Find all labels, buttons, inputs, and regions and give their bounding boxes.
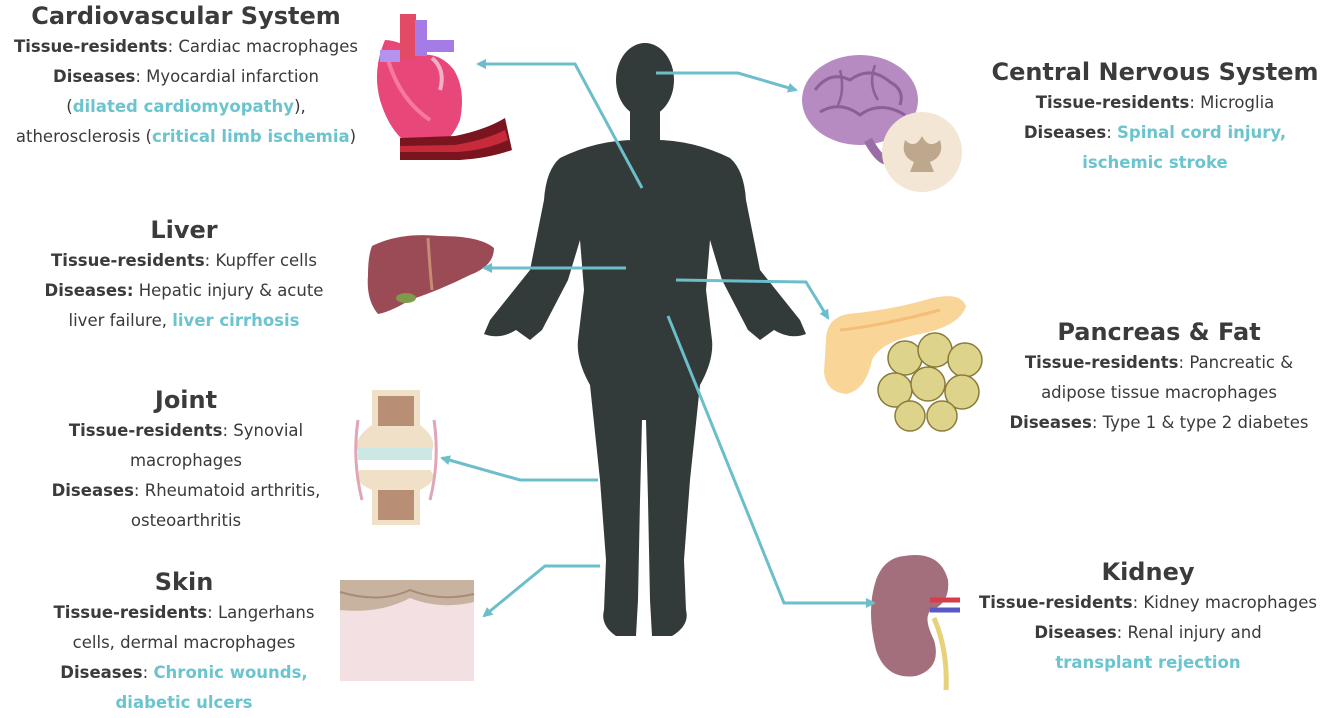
skin-section: Skin Tissue-residents: Langerhans cells,…	[16, 566, 352, 718]
kidney-diseases: Diseases: Renal injury and	[968, 618, 1328, 648]
paren-open: (	[66, 97, 73, 116]
disease-text: liver failure,	[68, 311, 173, 330]
cardiovascular-section: Cardiovascular System Tissue-residents: …	[0, 0, 372, 152]
residents-value: : Microglia	[1189, 93, 1275, 112]
pancreas-residents: Tissue-residents: Pancreatic &	[985, 348, 1333, 378]
diseases-label: Diseases	[60, 663, 143, 682]
heart-icon	[376, 14, 462, 150]
separator: :	[142, 663, 154, 682]
disease-text: : Type 1 & type 2 diabetes	[1091, 413, 1309, 432]
liver-icon	[367, 235, 494, 314]
kidney-icon	[871, 555, 960, 691]
pancreas-diseases: Diseases: Type 1 & type 2 diabetes	[985, 408, 1333, 438]
cns-residents: Tissue-residents: Microglia	[985, 88, 1325, 118]
liver-section: Liver Tissue-residents: Kupffer cells Di…	[18, 214, 350, 336]
residents-value: : Pancreatic &	[1178, 353, 1294, 372]
cns-diseases: Diseases: Spinal cord injury,	[985, 118, 1325, 148]
paren-close: )	[349, 127, 357, 146]
liver-residents: Tissue-residents: Kupffer cells	[18, 246, 350, 276]
residents-label: Tissue-residents	[53, 603, 208, 622]
arrow-to-cns	[656, 71, 798, 93]
skin-diseases: Diseases: Chronic wounds,	[16, 658, 352, 688]
cns-diseases-line2: ischemic stroke	[985, 148, 1325, 178]
cardiovascular-diseases-line3: atherosclerosis (critical limb ischemia)	[0, 122, 372, 152]
arrow-to-cardiovascular	[476, 59, 644, 189]
residents-label: Tissue-residents	[68, 421, 223, 440]
cardiovascular-diseases: Diseases: Myocardial infarction	[0, 62, 372, 92]
residents-label: Tissue-residents	[1035, 93, 1190, 112]
diseases-label: Diseases	[1034, 623, 1117, 642]
highlighted-disease: transplant rejection	[1055, 653, 1241, 672]
separator: :	[1106, 123, 1118, 142]
residents-value: : Cardiac macrophages	[167, 37, 359, 56]
residents-value: : Synovial	[222, 421, 304, 440]
residents-value: : Langerhans	[207, 603, 315, 622]
artery-icon	[400, 118, 512, 160]
residents-label: Tissue-residents	[979, 593, 1133, 612]
arrow-to-pancreas	[675, 278, 830, 320]
pancreas-section: Pancreas & Fat Tissue-residents: Pancrea…	[985, 316, 1333, 438]
diseases-label: Diseases	[51, 481, 134, 500]
disease-text: Hepatic injury & acute	[133, 281, 324, 300]
kidney-title: Kidney	[1101, 558, 1195, 586]
residents-label: Tissue-residents	[1024, 353, 1179, 372]
skin-icon	[339, 580, 475, 681]
skin-residents-line2: cells, dermal macrophages	[72, 633, 296, 652]
skin-diseases-line2: diabetic ulcers	[16, 688, 352, 718]
kidney-residents: Tissue-residents: Kidney macrophages	[968, 588, 1328, 618]
joint-residents: Tissue-residents: Synovial	[16, 416, 356, 446]
liver-title: Liver	[150, 216, 218, 244]
pancreas-residents-line2: adipose tissue macrophages	[1041, 383, 1277, 402]
disease-text: atherosclerosis (	[15, 127, 152, 146]
cardiovascular-title: Cardiovascular System	[31, 2, 341, 30]
diseases-label: Diseases	[1009, 413, 1092, 432]
diseases-label: Diseases	[1023, 123, 1107, 142]
pancreas-title: Pancreas & Fat	[1057, 318, 1261, 346]
skin-title: Skin	[154, 568, 214, 596]
arrow-to-kidney	[666, 315, 876, 608]
pancreas-icon	[824, 296, 966, 394]
residents-value: : Kupffer cells	[204, 251, 317, 270]
disease-text: : Rheumatoid arthritis,	[133, 481, 321, 500]
highlighted-disease: Spinal cord injury,	[1117, 123, 1287, 142]
arrow-to-skin	[482, 564, 600, 618]
fat-cells-icon	[877, 332, 983, 432]
highlighted-disease: ischemic stroke	[1082, 153, 1228, 172]
highlighted-disease: dilated cardiomyopathy	[72, 97, 295, 116]
cns-title: Central Nervous System	[991, 58, 1319, 86]
joint-diseases: Diseases: Rheumatoid arthritis,	[16, 476, 356, 506]
joint-icon	[354, 390, 438, 525]
arrow-to-joint	[440, 455, 598, 482]
diseases-label: Diseases:	[44, 281, 134, 300]
residents-value: : Kidney macrophages	[1132, 593, 1317, 612]
residents-label: Tissue-residents	[51, 251, 205, 270]
joint-residents-line2: macrophages	[129, 451, 243, 470]
disease-text: : Myocardial infarction	[135, 67, 319, 86]
highlighted-disease: Chronic wounds,	[153, 663, 308, 682]
highlighted-disease: liver cirrhosis	[172, 311, 300, 330]
highlighted-disease: critical limb ischemia	[151, 127, 350, 146]
highlighted-disease: diabetic ulcers	[115, 693, 253, 712]
joint-diseases-line2: osteoarthritis	[130, 511, 242, 530]
spinal-cord-icon	[882, 112, 962, 192]
disease-text: : Renal injury and	[1116, 623, 1262, 642]
skin-residents: Tissue-residents: Langerhans	[16, 598, 352, 628]
residents-label: Tissue-residents	[13, 37, 168, 56]
paren-close: ),	[294, 97, 306, 116]
diseases-label: Diseases	[53, 67, 136, 86]
human-body-silhouette	[484, 43, 806, 636]
kidney-diseases-line2: transplant rejection	[968, 648, 1328, 678]
joint-title: Joint	[154, 386, 218, 414]
liver-diseases: Diseases: Hepatic injury & acute	[18, 276, 350, 306]
cardiovascular-residents: Tissue-residents: Cardiac macrophages	[0, 32, 372, 62]
kidney-section: Kidney Tissue-residents: Kidney macropha…	[968, 556, 1328, 678]
joint-section: Joint Tissue-residents: Synovial macroph…	[16, 384, 356, 536]
liver-diseases-line2: liver failure, liver cirrhosis	[18, 306, 350, 336]
cns-section: Central Nervous System Tissue-residents:…	[985, 56, 1325, 178]
cardiovascular-diseases-line2: (dilated cardiomyopathy),	[0, 92, 372, 122]
